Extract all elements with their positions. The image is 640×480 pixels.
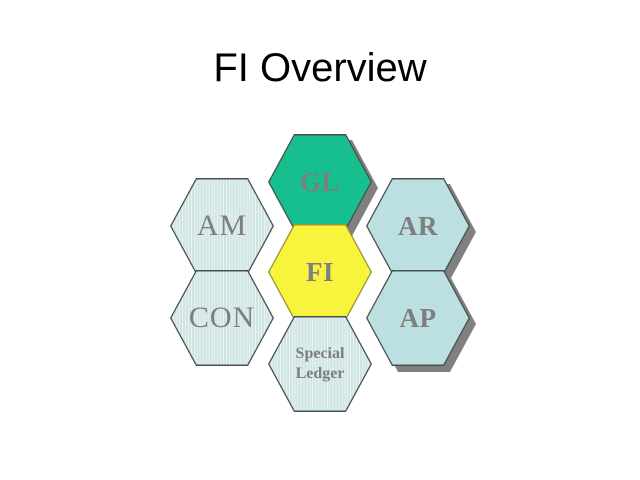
hex-node-ap[interactable]: AP [366,270,476,372]
hex-node-con[interactable]: CON [170,270,274,366]
hex-node-special-ledger[interactable]: Special Ledger [268,316,372,412]
hex-fill-am [171,179,273,273]
hex-fill-special-ledger [269,317,371,411]
hex-fill-fi [269,225,371,319]
hex-node-fi[interactable]: FI [268,224,372,320]
hex-node-gl[interactable]: GL [268,134,378,236]
page-title: FI Overview [213,46,427,90]
hex-fill-con [171,271,273,365]
hex-node-ar[interactable]: AR [366,178,476,280]
hex-node-am[interactable]: AM [170,178,274,274]
